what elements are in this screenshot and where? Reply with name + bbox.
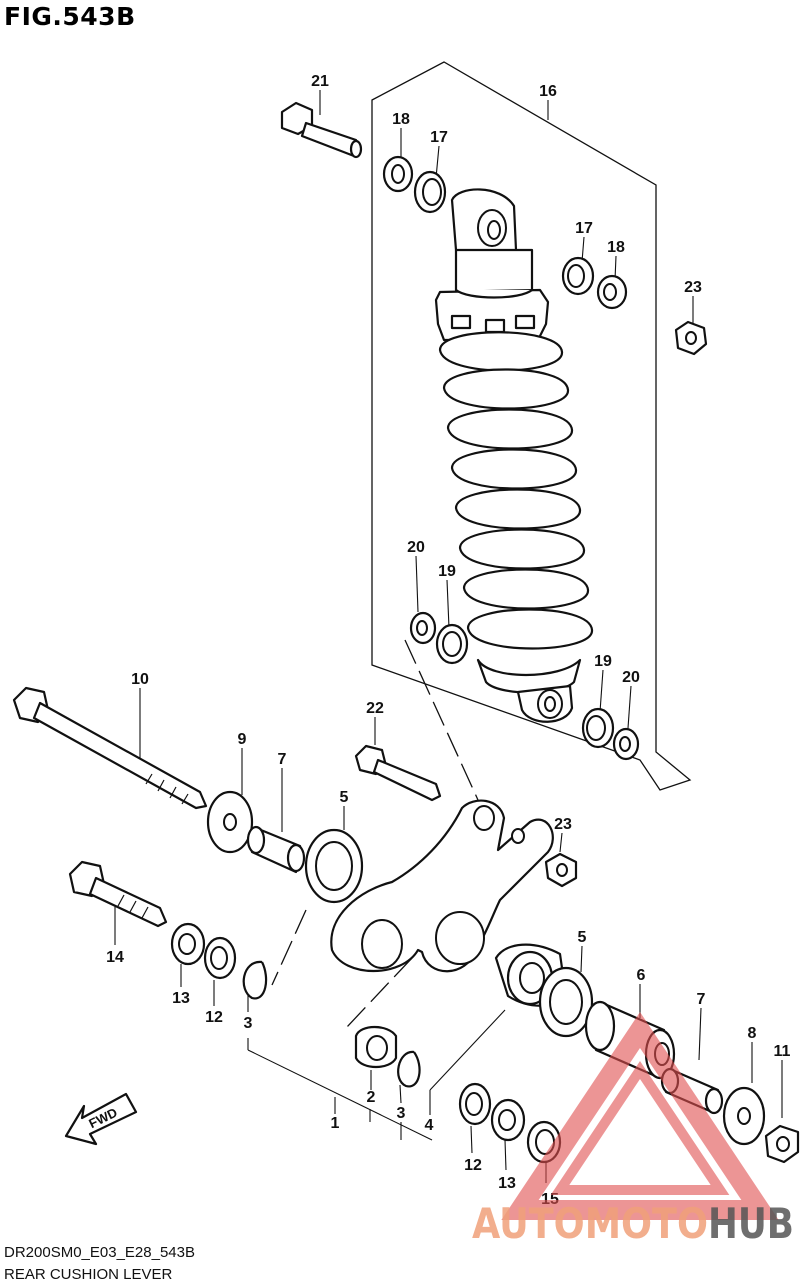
figure-title: FIG.543B (4, 2, 136, 31)
callout-3: 3 (397, 1105, 406, 1122)
circlip-3-left (242, 960, 268, 1000)
callout-12: 12 (464, 1157, 482, 1174)
washer-20-left (409, 611, 437, 645)
dashed-guide-lines (271, 639, 479, 1029)
callout-4: 4 (425, 1117, 434, 1134)
callout-10: 10 (131, 671, 149, 688)
callout-7: 7 (278, 751, 287, 768)
callout-11: 11 (774, 1043, 791, 1060)
seal-5-right (538, 966, 594, 1038)
nut-23-lower (544, 852, 578, 888)
callout-14: 14 (106, 949, 124, 966)
watermark-brand-part2: HUB (708, 1199, 794, 1248)
callout-20: 20 (622, 669, 640, 686)
callout-9: 9 (238, 731, 247, 748)
callout-13: 13 (172, 990, 190, 1007)
callout-22: 22 (366, 700, 384, 717)
bushing-18-right (596, 274, 628, 310)
bolt-10 (12, 686, 208, 810)
watermark-brand-part1: AUTOMOTO (472, 1199, 708, 1248)
triangle-logo-icon (501, 1011, 779, 1220)
nut-11 (764, 1124, 800, 1164)
callout-21: 21 (311, 73, 329, 90)
callout-1: 1 (331, 1115, 340, 1132)
callout-numbers: 21 16 18 17 17 18 23 20 19 19 20 10 22 9… (106, 73, 790, 1208)
bearing-13-left (170, 922, 206, 966)
figure-caption: REAR CUSHION LEVER (4, 1266, 173, 1283)
washer-12-left (203, 936, 237, 980)
spacer-7-left (246, 825, 306, 874)
cushion-lever-1 (330, 799, 554, 973)
callout-18: 18 (392, 111, 410, 128)
callout-13: 13 (498, 1175, 516, 1192)
callout-12: 12 (205, 1009, 223, 1026)
callout-17: 17 (575, 220, 593, 237)
callout-2: 2 (367, 1089, 376, 1106)
callout-5: 5 (340, 789, 349, 806)
shock-assembly-frame (371, 61, 692, 791)
callout-16: 16 (539, 83, 557, 100)
washer-9 (206, 790, 254, 854)
callout-23: 23 (684, 279, 702, 296)
callout-18: 18 (607, 239, 625, 256)
callout-3: 3 (244, 1015, 253, 1032)
callout-19: 19 (594, 653, 612, 670)
callout-5: 5 (578, 929, 587, 946)
callout-19: 19 (438, 563, 456, 580)
seal-5-left (304, 828, 364, 904)
washer-8 (722, 1086, 766, 1146)
seal-17-top (413, 170, 447, 214)
washer-12-bottom (458, 1082, 492, 1126)
figure-code: DR200SM0_E03_E28_543B (4, 1244, 195, 1261)
seal-19-left (435, 623, 469, 665)
seal-19-right (581, 707, 615, 749)
washer-20-right (612, 727, 640, 761)
bearing-13-bottom (490, 1098, 526, 1142)
callout-20: 20 (407, 539, 425, 556)
callout-6: 6 (637, 967, 646, 984)
bushing-18-top (382, 155, 414, 193)
callout-8: 8 (748, 1025, 757, 1042)
shock-absorber-16 (434, 188, 594, 723)
bushing-2 (354, 1025, 398, 1069)
circlip-3-center (397, 1050, 421, 1088)
bolt-22 (354, 744, 442, 802)
callout-7: 7 (697, 991, 706, 1008)
callout-23: 23 (554, 816, 572, 833)
bolt-21 (280, 101, 363, 159)
callout-17: 17 (430, 129, 448, 146)
bolt-14 (68, 860, 168, 928)
seal-17-right (561, 256, 595, 296)
nut-23-top (674, 320, 708, 356)
